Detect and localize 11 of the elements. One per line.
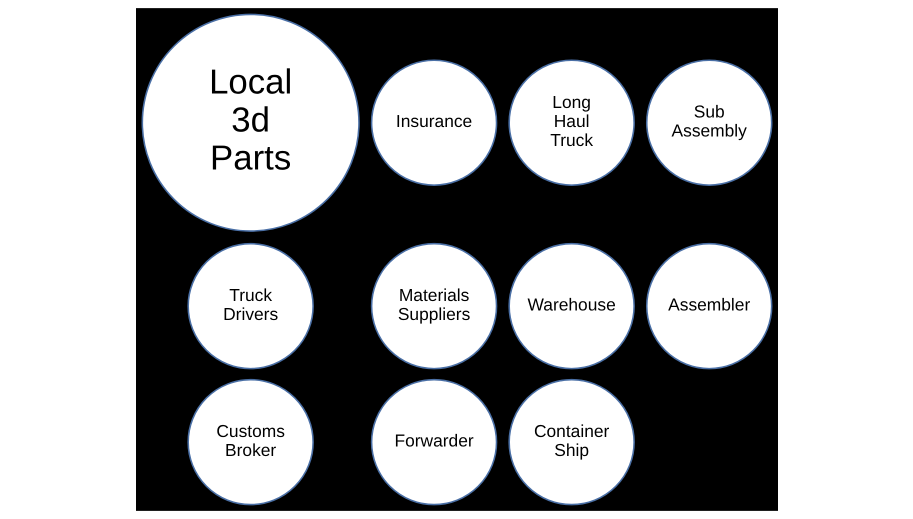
node-circle: Container Ship [508, 378, 634, 506]
node-circle: Warehouse [508, 242, 634, 370]
node-circle: Local 3d Parts [141, 14, 360, 232]
node-circle: Long Haul Truck [508, 59, 634, 186]
node-circle: Assembler [645, 242, 772, 370]
node-circle: Forwarder [370, 378, 497, 506]
node-circle: Truck Drivers [186, 242, 314, 370]
node-circle: Sub Assembly [645, 59, 772, 186]
node-circle: Insurance [370, 59, 497, 186]
node-circle: Customs Broker [186, 378, 314, 506]
node-circle: Materials Suppliers [370, 242, 497, 370]
